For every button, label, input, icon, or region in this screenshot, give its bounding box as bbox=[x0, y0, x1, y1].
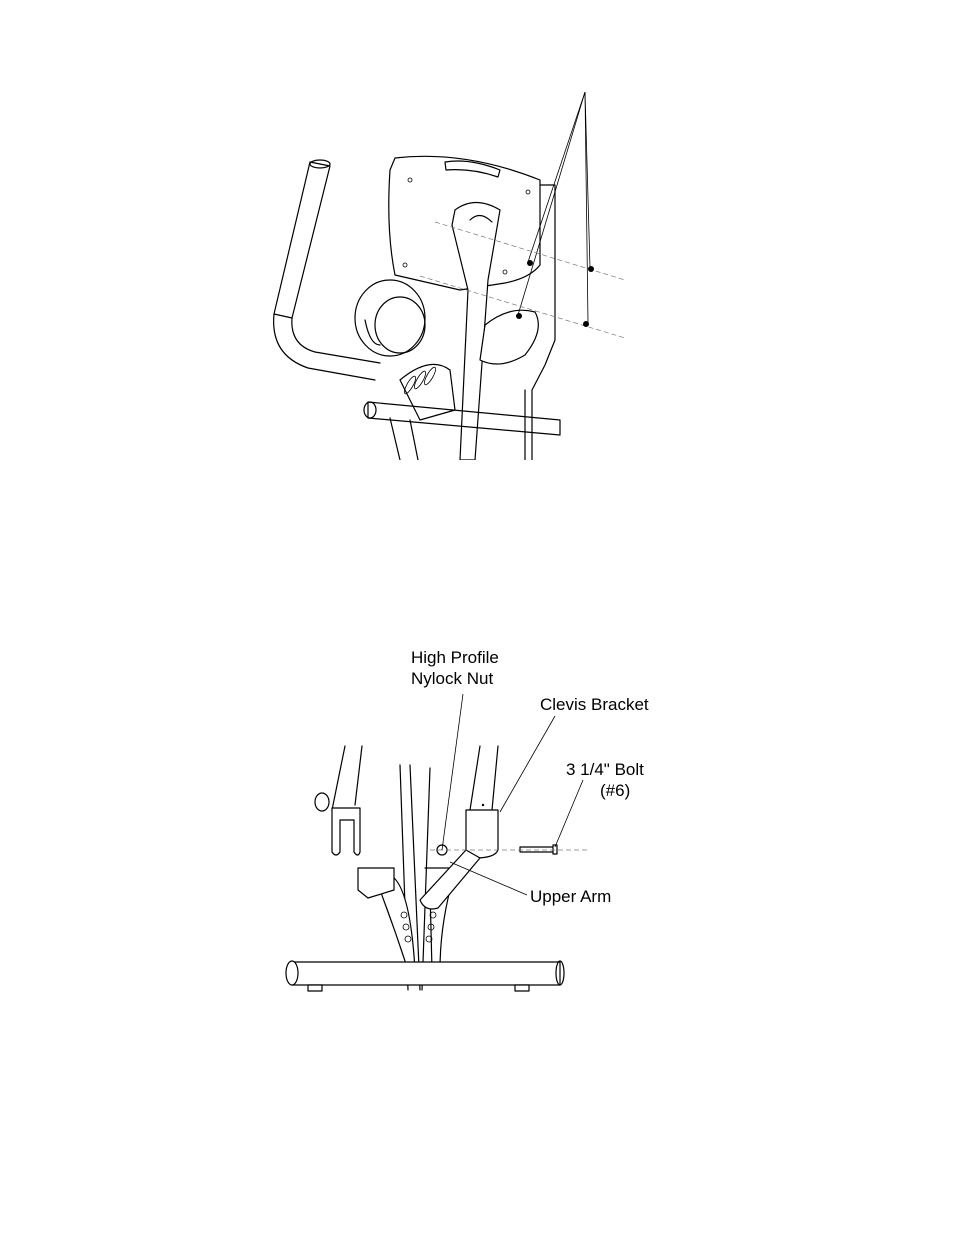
label-upper-arm: Upper Arm bbox=[530, 887, 612, 906]
label-nut-line2: Nylock Nut bbox=[411, 669, 494, 688]
label-high-profile-nylock-nut: High Profile Nylock Nut bbox=[411, 647, 499, 689]
figure-console-assembly bbox=[260, 80, 640, 460]
label-bolt-line1: 3 1/4" Bolt bbox=[566, 760, 644, 779]
upper-arm-assembly-drawing bbox=[285, 745, 590, 992]
label-bolt-line2: (#6) bbox=[600, 781, 631, 800]
figure-upper-arm-assembly bbox=[270, 740, 590, 1000]
label-nut-line1: High Profile bbox=[411, 648, 499, 667]
label-clevis-bracket: Clevis Bracket bbox=[540, 695, 649, 714]
console-assembly-drawing bbox=[273, 91, 626, 460]
label-bolt: 3 1/4" Bolt (#6) bbox=[566, 759, 644, 801]
